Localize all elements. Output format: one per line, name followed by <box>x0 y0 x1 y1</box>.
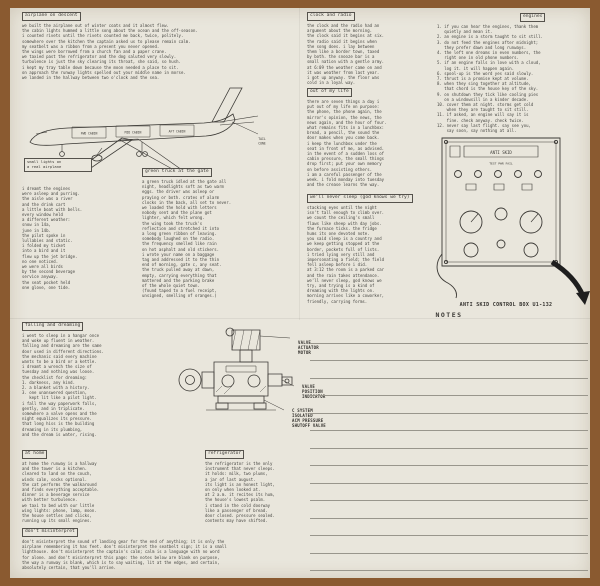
section-header-clock-radio: clock and radio <box>307 12 355 21</box>
section-header-out-of-life: out of my life <box>307 88 352 97</box>
section-text-clock-radio: the clock and the radio had an argument … <box>307 23 385 86</box>
note-line <box>310 554 588 571</box>
note-line <box>310 396 588 414</box>
valve-label-actuator: VALVE ACTUATOR MOTOR <box>298 340 319 355</box>
section-text-falling-dreaming: i went to sleep in a hangar once and wok… <box>22 333 104 437</box>
section-text-green-truck: a green truck idled at the gate all nigh… <box>142 179 232 299</box>
curved-arrow <box>552 262 583 296</box>
section-header-refrigerator: refrigerator <box>205 450 245 459</box>
section-header-never-sleep: we'll never sleep (god knows we try) <box>307 194 413 203</box>
section-text-out-of-life: there are seven things a day i put out o… <box>307 99 387 188</box>
label-fwd-cabin: FWD CABIN <box>81 132 98 136</box>
note-line <box>310 449 588 466</box>
section-dont-misinterpret: don't misinterpret don't misinterpret th… <box>22 528 304 570</box>
control-box-panel-sub: TEST PWR FAIL <box>489 162 513 166</box>
section-text-refrigerator: the refrigerator is the only instrument … <box>205 461 275 524</box>
section-engines: 1. if you can hear the engines, thank th… <box>437 24 589 133</box>
label-aft-cabin: AFT CABIN <box>169 130 186 134</box>
paper-sheet: airplane on descent we built the airplan… <box>10 8 590 578</box>
section-green-truck: green truck at the gate a green truck id… <box>142 168 300 299</box>
shutoff-valve-diagram <box>166 322 366 457</box>
note-line <box>310 571 588 586</box>
section-header-falling-dreaming: falling and dreaming <box>22 322 84 331</box>
section-out-of-life: out of my life there are seven things a … <box>307 88 433 187</box>
section-falling-dreaming: falling and dreaming i went to sleep in … <box>22 322 172 437</box>
fold-crease-vertical <box>299 8 300 320</box>
section-refrigerator: refrigerator the refrigerator is the onl… <box>205 450 320 523</box>
note-line <box>310 361 588 379</box>
section-airplane: airplane on descent we built the airplan… <box>22 12 300 80</box>
notes-title: NOTES <box>435 311 463 319</box>
note-line <box>310 501 588 519</box>
section-text-airplane: we built the airplane out of winter coat… <box>22 23 198 81</box>
label-mid-cabin: MID CABIN <box>125 131 142 135</box>
note-line <box>310 414 588 431</box>
label-tail-cone-2: CONE <box>258 142 266 146</box>
section-text-engines: 1. if you can hear the engines, thank th… <box>437 24 543 134</box>
note-line <box>310 326 588 344</box>
section-text-dont-misinterpret: don't misinterpret the sound of landing … <box>22 539 227 571</box>
section-header-dont-misinterpret: don't misinterpret <box>22 528 78 537</box>
note-line <box>310 379 588 396</box>
section-text-never-sleep: stacking eyes until the night isn't tall… <box>307 205 385 304</box>
note-line <box>310 519 588 536</box>
section-never-sleep: we'll never sleep (god knows we try) sta… <box>307 194 433 304</box>
fold-crease-horizontal <box>10 318 590 319</box>
note-line <box>310 536 588 554</box>
notes-lines <box>310 326 588 586</box>
valve-label-position: VALVE POSITION INDICATOR <box>302 384 326 399</box>
control-box-caption: ANTI SKID CONTROL BOX U1-132 <box>459 302 553 308</box>
curved-arrow-head <box>576 291 590 305</box>
section-text-at-home: at home the runway is a hallway and the … <box>22 461 100 524</box>
note-line <box>310 466 588 484</box>
note-line <box>310 484 588 501</box>
control-box-panel-label: ANTI SKID <box>490 150 512 155</box>
anti-skid-control-box-diagram: ANTI SKID TEST PWR FAIL <box>436 136 590 305</box>
section-header-airplane: airplane on descent <box>22 12 81 21</box>
note-line <box>310 344 588 361</box>
note-line <box>310 431 588 449</box>
section-header-green-truck: green truck at the gate <box>142 168 212 177</box>
section-header-engines: engines <box>520 13 546 22</box>
small-lights-label: small lights on a real airplane <box>24 158 92 172</box>
section-header-at-home: at home <box>22 450 48 459</box>
section-left-column: i dreamt the engines were asleep and pur… <box>22 186 136 290</box>
label-tail-cone-1: TAIL <box>258 137 266 141</box>
section-at-home: at home at home the runway is a hallway … <box>22 450 194 523</box>
section-clock-radio: clock and radio the clock and the radio … <box>307 12 433 85</box>
section-text-left-column: i dreamt the engines were asleep and pur… <box>22 186 83 290</box>
valve-label-shutoff: C SYSTEM ISOLATED ACM PRESSURE SHUTOFF V… <box>292 408 326 428</box>
